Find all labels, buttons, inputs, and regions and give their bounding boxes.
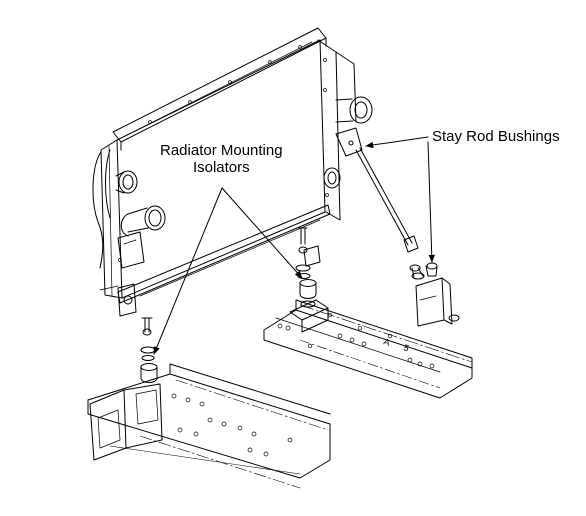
frame-stamp-letter: A [382,336,391,347]
leader-bushing-lower [427,141,435,263]
leader-isolator-left [153,187,223,355]
stay-rod [355,147,419,253]
frame-stamp-digit: 5 [402,342,410,353]
callout-isolators-line1: Radiator Mounting [160,142,283,159]
callout-stay-rod-bushings: Stay Rod Bushings [432,128,560,145]
left-frame-rail [87,363,331,489]
leader-lines [153,136,435,355]
leader-bushing-upper [365,136,429,149]
leader-isolator-right [221,187,303,279]
callout-radiator-mounting-isolators: Radiator Mounting Isolators [160,142,283,176]
radiator-assembly [92,27,373,317]
right-frame-rail [263,299,473,399]
right-isolator-stack [295,227,317,308]
stay-rod-bushing-parts [409,262,438,280]
left-isolator-stack [140,317,158,383]
callout-isolators-line2: Isolators [192,159,250,176]
stay-rod-bracket [415,277,460,327]
